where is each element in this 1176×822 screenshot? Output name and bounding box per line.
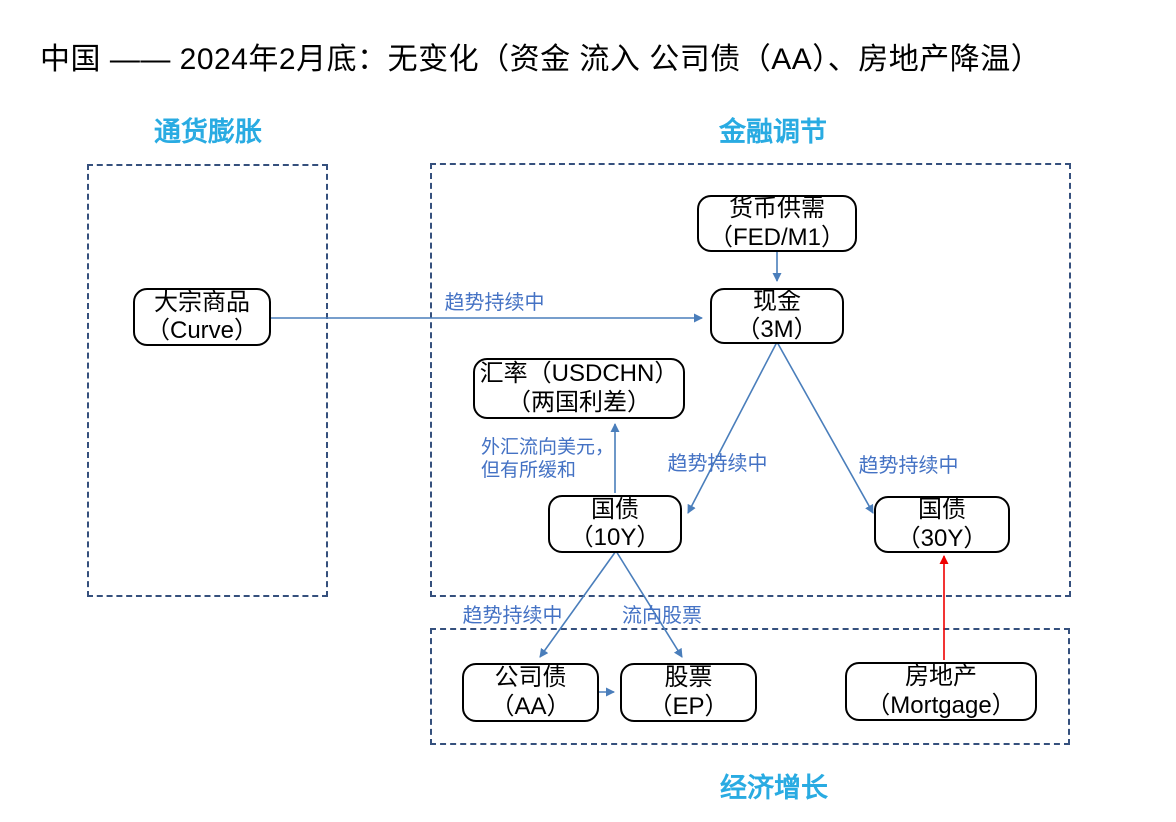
edge-label-trend-bond10: 趋势持续中 bbox=[667, 453, 768, 475]
section-label-financial: 金融调节 bbox=[719, 117, 827, 147]
node-cash: 现金 （3M） bbox=[710, 288, 844, 344]
node-equity-title: 股票 bbox=[664, 664, 713, 692]
node-commodity-sub: （Curve） bbox=[145, 317, 259, 344]
section-label-inflation: 通货膨胀 bbox=[154, 117, 262, 147]
edge-label-trend-bond30: 趋势持续中 bbox=[858, 455, 959, 477]
edge-label-trend-commodity: 趋势持续中 bbox=[444, 292, 545, 314]
node-money-supply-title: 货币供需 bbox=[729, 195, 825, 223]
edge-label-fx-note-line2: 但有所缓和 bbox=[481, 460, 577, 482]
diagram-title: 中国 —— 2024年2月底：无变化（资金 流入 公司债（AA）、房地产降温） bbox=[40, 43, 1042, 76]
node-cash-title: 现金 bbox=[753, 287, 801, 315]
node-money-supply: 货币供需 （FED/M1） bbox=[697, 195, 857, 252]
node-bond-10y: 国债 （10Y） bbox=[548, 495, 682, 553]
node-fx-sub: （两国利差） bbox=[507, 388, 651, 416]
node-bond30-title: 国债 bbox=[918, 496, 966, 524]
node-corp-bond-title: 公司债 bbox=[494, 664, 567, 692]
edge-label-trend-corp-bond: 趋势持续中 bbox=[462, 605, 563, 627]
node-fx-title: 汇率（USDCHN） bbox=[479, 360, 679, 388]
node-real-estate-sub: （Mortgage） bbox=[866, 691, 1016, 719]
node-money-supply-sub: （FED/M1） bbox=[708, 223, 845, 251]
edge-label-fx-note-line1: 外汇流向美元， bbox=[481, 437, 615, 458]
section-label-growth: 经济增长 bbox=[720, 773, 828, 803]
node-bond10-title: 国债 bbox=[591, 495, 639, 523]
node-equity-sub: （EP） bbox=[648, 692, 729, 720]
node-corp-bond-sub: （AA） bbox=[490, 692, 571, 720]
node-real-estate-title: 房地产 bbox=[905, 663, 977, 691]
node-bond30-sub: （30Y） bbox=[896, 524, 988, 552]
financial-group-box bbox=[430, 163, 1071, 597]
node-cash-sub: （3M） bbox=[736, 316, 818, 343]
node-fx-rate: 汇率（USDCHN） （两国利差） bbox=[473, 358, 685, 419]
edge-label-flow-to-equity: 流向股票 bbox=[622, 605, 702, 627]
node-real-estate: 房地产 （Mortgage） bbox=[845, 662, 1037, 721]
growth-group-box bbox=[430, 628, 1070, 745]
edge-label-fx-note: 外汇流向美元， 但有所缓和 bbox=[481, 436, 631, 482]
node-bond-30y: 国债 （30Y） bbox=[874, 496, 1010, 553]
node-bond10-sub: （10Y） bbox=[569, 524, 661, 551]
node-commodity: 大宗商品 （Curve） bbox=[133, 288, 271, 346]
node-commodity-title: 大宗商品 bbox=[154, 288, 250, 316]
node-equity: 股票 （EP） bbox=[620, 663, 757, 722]
node-corp-bond: 公司债 （AA） bbox=[462, 663, 599, 722]
inflation-group-box bbox=[87, 164, 328, 597]
